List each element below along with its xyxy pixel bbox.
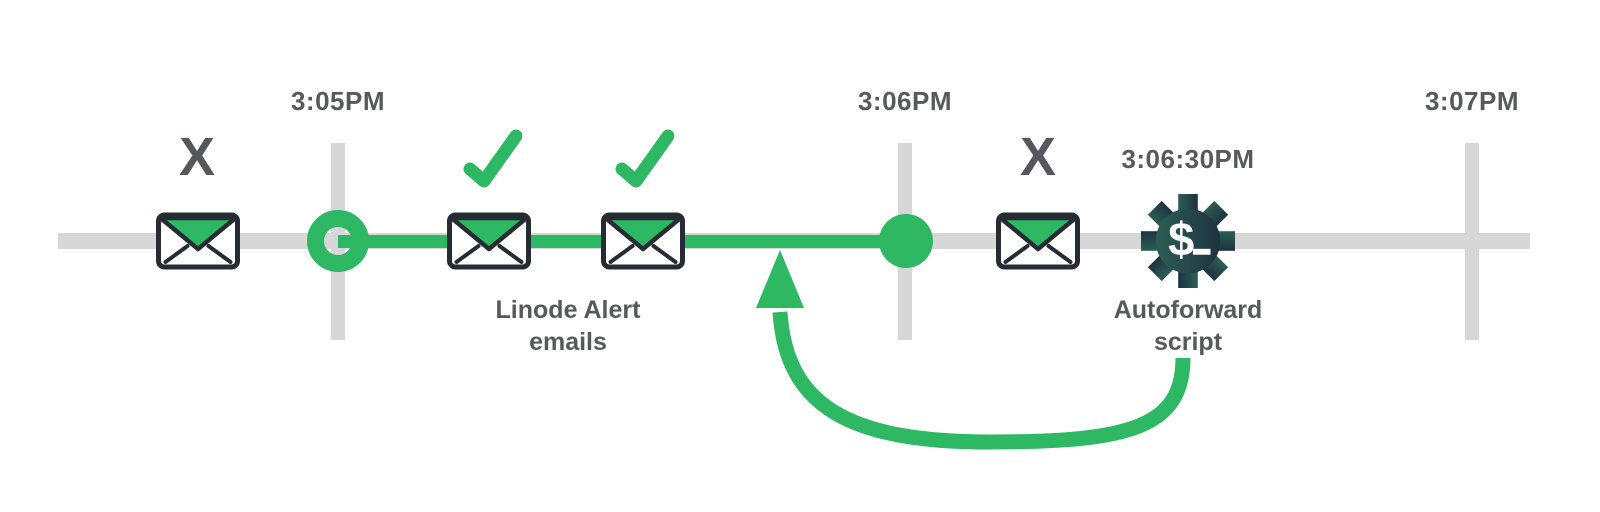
delivered-checkmark-icon — [462, 128, 523, 192]
delivered-checkmark-icon — [614, 128, 675, 192]
caption-line: Autoforward — [1113, 296, 1263, 324]
time-label-3-05pm: 3:05PM — [290, 86, 386, 116]
time-label-3-07pm: 3:07PM — [1424, 86, 1520, 116]
email-envelope-icon — [996, 212, 1081, 270]
linode-alert-emails-caption: Linode Alert emails — [496, 294, 641, 358]
email-envelope-icon — [156, 212, 241, 270]
prompt-cursor-underscore — [1192, 248, 1211, 255]
time-label-3-06pm: 3:06PM — [857, 86, 953, 116]
dollar-prompt-glyph: $ — [1168, 213, 1194, 266]
caption-line: Linode Alert — [495, 296, 641, 324]
caption-line: emails — [529, 328, 607, 356]
arrowhead-icon — [756, 250, 804, 308]
window-end-dot-marker — [879, 214, 933, 268]
tick-line-3-07pm — [1465, 143, 1479, 340]
missed-email-x-mark: X — [178, 127, 216, 187]
time-label-3-06-30pm: 3:06:30PM — [1121, 144, 1255, 174]
autoforward-script-caption: Autoforward script — [1114, 294, 1263, 358]
caption-line: script — [1153, 328, 1223, 356]
email-envelope-icon — [601, 212, 686, 270]
email-envelope-icon — [447, 212, 532, 270]
window-start-ring-marker — [307, 210, 369, 272]
missed-email-x-mark: X — [1019, 127, 1057, 187]
autoforward-script-gear-icon: $ — [1141, 194, 1235, 288]
